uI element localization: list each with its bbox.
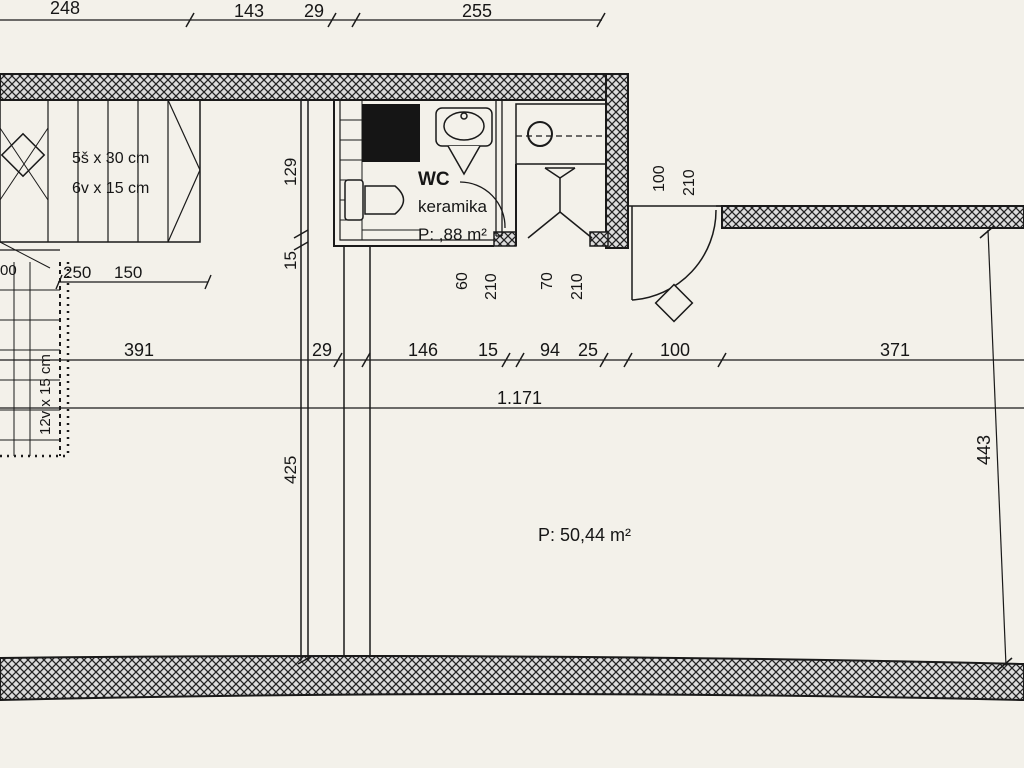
total-length: 1.171	[497, 388, 542, 408]
row-dim-391: 391	[124, 340, 154, 360]
shower-drain-icon	[527, 121, 553, 147]
shower-door-height: 210	[569, 273, 586, 300]
stair-dim-line	[55, 274, 212, 290]
row-dim-146: 146	[408, 340, 438, 360]
wc-door-width: 60	[454, 272, 471, 290]
dim-425: 425	[281, 456, 300, 484]
wc-name: WC	[418, 169, 450, 190]
room-area: P: 50,44 m²	[538, 525, 631, 545]
row-dim-100: 100	[660, 340, 690, 360]
wc-door-height: 210	[483, 273, 500, 300]
bottom-wall	[0, 655, 1024, 702]
entry-door-height: 210	[681, 169, 698, 196]
left-vertical-dims	[293, 100, 371, 665]
right-top-wall	[721, 205, 1024, 229]
shower-stub-wall	[589, 231, 609, 247]
row-dim-371: 371	[880, 340, 910, 360]
row-dim-15: 15	[478, 340, 498, 360]
row-dim-94: 94	[540, 340, 560, 360]
right-wc-wall	[605, 73, 629, 249]
top-dim-29: 29	[304, 1, 324, 21]
stair-dim-150: 150	[114, 263, 142, 282]
sink-icon	[435, 107, 493, 176]
shower-room	[515, 103, 607, 246]
stairs-lower-line1: 12v x 15 cm	[37, 354, 54, 435]
row-dim-29: 29	[312, 340, 332, 360]
tiled-panel	[362, 104, 420, 162]
entry-door-diamond	[654, 283, 694, 323]
stair-dim-250: 250	[63, 263, 91, 282]
shower-door-width: 70	[539, 272, 556, 290]
top-dim-143: 143	[234, 1, 264, 21]
toilet-icon	[344, 179, 405, 221]
right-height: 443	[974, 435, 994, 465]
stairs-upper-line2: 6v x 15 cm	[72, 180, 149, 197]
stairs-cut-label: 00	[0, 262, 17, 279]
wc-area: P: ,88 m²	[418, 225, 487, 244]
dim-129: 129	[281, 158, 300, 186]
wc-door-swing	[459, 100, 506, 237]
top-dim-255: 255	[462, 1, 492, 21]
dim-15: 15	[281, 251, 300, 270]
row-dim-25: 25	[578, 340, 598, 360]
entry-door-width: 100	[651, 165, 668, 192]
walls	[0, 73, 1024, 702]
stairs-upper-line1: 5š x 30 cm	[72, 150, 149, 167]
wc-stub-wall	[493, 231, 517, 247]
top-dim-248: 248	[50, 0, 80, 18]
wc-finish: keramika	[418, 197, 488, 216]
right-vertical-dim	[979, 225, 1013, 671]
staircase	[0, 99, 201, 458]
entry-door	[628, 205, 722, 301]
landing-diamond	[0, 132, 46, 178]
row-dim-line	[0, 352, 1024, 368]
top-wall	[0, 73, 629, 101]
top-dim-line	[0, 12, 606, 28]
